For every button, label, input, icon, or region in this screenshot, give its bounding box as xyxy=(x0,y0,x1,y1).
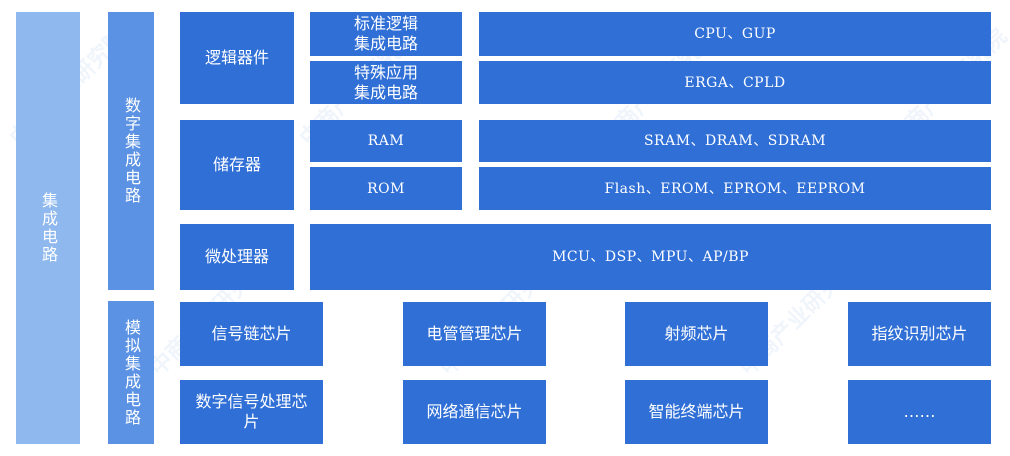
analog-category: 模拟集成电路 xyxy=(108,301,154,444)
analog-chip: 信号链芯片 xyxy=(180,302,323,366)
analog-chip: 射频芯片 xyxy=(625,302,768,366)
logic-devices: 逻辑器件 xyxy=(180,12,294,104)
analog-chip: 数字信号处理芯片 xyxy=(180,380,323,444)
digital-category: 数字集成电路 xyxy=(108,12,154,290)
analog-chip: 指纹识别芯片 xyxy=(848,302,991,366)
analog-chip: 电管管理芯片 xyxy=(403,302,546,366)
rom: ROM xyxy=(310,167,462,210)
analog-chip: 智能终端芯片 xyxy=(625,380,768,444)
ram: RAM xyxy=(310,120,462,162)
storage: 储存器 xyxy=(180,120,294,210)
special-application-examples: ERGA、CPLD xyxy=(479,61,991,104)
microprocessor: 微处理器 xyxy=(180,224,294,290)
standard-logic-examples: CPU、GUP xyxy=(479,12,991,56)
ram-examples: SRAM、DRAM、SDRAM xyxy=(479,120,991,162)
standard-logic-ic: 标准逻辑 集成电路 xyxy=(310,12,462,56)
microprocessor-examples: MCU、DSP、MPU、AP/BP xyxy=(310,224,991,290)
rom-examples: Flash、EROM、EPROM、EEPROM xyxy=(479,167,991,210)
root-node: 集成电路 xyxy=(16,12,80,444)
special-application-ic: 特殊应用 集成电路 xyxy=(310,61,462,104)
analog-chip: 网络通信芯片 xyxy=(403,380,546,444)
analog-chip-more: …… xyxy=(848,380,991,444)
